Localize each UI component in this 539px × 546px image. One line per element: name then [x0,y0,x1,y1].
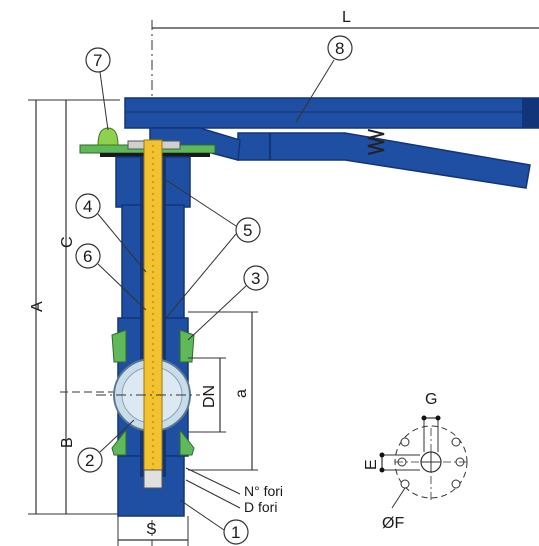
callout-6: 6 [75,243,147,311]
svg-text:8: 8 [335,39,344,58]
dimension-label-e: E [363,459,380,470]
svg-text:5: 5 [243,221,252,240]
valve-stem [143,139,163,489]
svg-text:6: 6 [83,247,92,266]
seat-liner [111,329,195,456]
callout-4: 4 [75,193,147,273]
dimension-label-l: L [342,9,351,26]
svg-text:7: 7 [93,51,102,70]
hole-notes: N° fori D fori [185,467,283,515]
dimension-c: C [59,100,120,393]
svg-text:2: 2 [85,451,94,470]
svg-text:1: 1 [231,523,240,542]
dimension-label-b: B [59,437,76,448]
dimension-a: A [28,99,120,515]
dimension-l: L [151,9,539,546]
dimension-b: B [59,392,76,514]
dimension-label-s: S [146,521,157,538]
dimension-s: S [117,516,189,546]
dimension-a-small: a [188,311,258,471]
dimension-label-dn: DN [201,385,218,408]
callout-7: 7 [85,47,111,131]
callout-3: 3 [187,265,269,341]
flange-detail: G E ØF [363,391,470,532]
dimension-label-a: A [29,301,46,312]
dimension-label-g: G [425,391,437,408]
note-holes-count: N° fori [244,483,283,499]
callout-2: 2 [77,419,135,473]
callout-8: 8 [295,35,353,123]
dimension-label-f: ØF [382,515,404,532]
lever-handle [124,97,539,189]
callout-1: 1 [179,499,249,545]
dimension-label-a-small: a [233,389,250,398]
dimension-label-c: C [59,236,76,248]
svg-text:4: 4 [83,197,92,216]
callout-5: 5 [165,179,261,319]
note-holes-diameter: D fori [244,499,277,515]
svg-text:3: 3 [251,269,260,288]
dimension-dn: DN [188,357,226,433]
